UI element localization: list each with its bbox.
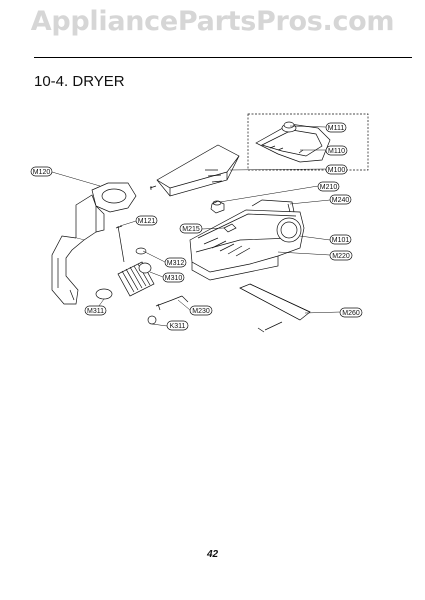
header-rule [34, 57, 412, 58]
callout-m110: M110 [325, 145, 348, 156]
svg-text:M100: M100 [328, 167, 346, 174]
callout-m312: M312 [164, 257, 187, 268]
svg-text:M310: M310 [165, 275, 183, 282]
callout-m210: M210 [317, 181, 340, 192]
svg-text:M220: M220 [332, 253, 350, 260]
callout-m230: M230 [189, 305, 213, 316]
callout-m311: M311 [84, 305, 107, 316]
callout-labels: M111 M110 M100 M120 M210 M240 M121 M215 … [30, 122, 363, 331]
svg-text:K311: K311 [170, 323, 186, 330]
callout-m121: M121 [135, 215, 158, 226]
leader-lines [51, 125, 341, 327]
sensor-m230-part [155, 295, 189, 311]
callout-m215: M215 [179, 223, 203, 234]
callout-m120: M120 [30, 166, 53, 177]
svg-text:M111: M111 [328, 125, 345, 132]
svg-text:M311: M311 [87, 308, 104, 315]
bellows-hose-m310-part [117, 261, 155, 297]
callout-k311: K311 [166, 320, 189, 331]
lid-cover-part [156, 144, 240, 197]
svg-text:M101: M101 [332, 237, 350, 244]
rod-m121-part [115, 225, 125, 263]
callout-m101: M101 [329, 234, 352, 245]
svg-text:M215: M215 [182, 226, 200, 233]
svg-text:M312: M312 [167, 260, 185, 267]
callout-m111: M111 [325, 122, 347, 133]
belt-m260-part [239, 283, 311, 333]
callout-m240: M240 [329, 194, 352, 205]
duct-assembly-part [189, 199, 305, 281]
svg-text:M210: M210 [320, 184, 338, 191]
left-duct-m120-part [51, 182, 137, 305]
screw-part [149, 185, 157, 190]
clip-m215-part [223, 223, 237, 233]
svg-text:M121: M121 [138, 218, 156, 225]
detail-view-box [247, 113, 369, 171]
section-title: 10-4. DRYER [34, 73, 125, 90]
callout-m220: M220 [329, 250, 353, 261]
fitting-m210-part [210, 200, 225, 214]
svg-text:M230: M230 [192, 308, 210, 315]
callout-m310: M310 [162, 272, 185, 283]
callout-m100: M100 [325, 164, 348, 175]
part-m240-icon [287, 203, 291, 213]
svg-text:M120: M120 [33, 169, 51, 176]
washer-k311-part [147, 315, 157, 325]
page-number: 42 [206, 549, 219, 560]
svg-text:M260: M260 [342, 310, 360, 317]
watermark: AppliancePartsPros.com [30, 6, 395, 37]
callout-m260: M260 [339, 307, 363, 318]
svg-text:M240: M240 [332, 197, 350, 204]
clamp-m312-part [135, 247, 147, 255]
blower-housing-part [255, 121, 331, 163]
svg-text:M110: M110 [328, 148, 345, 155]
clamp-m311-part [95, 288, 113, 300]
